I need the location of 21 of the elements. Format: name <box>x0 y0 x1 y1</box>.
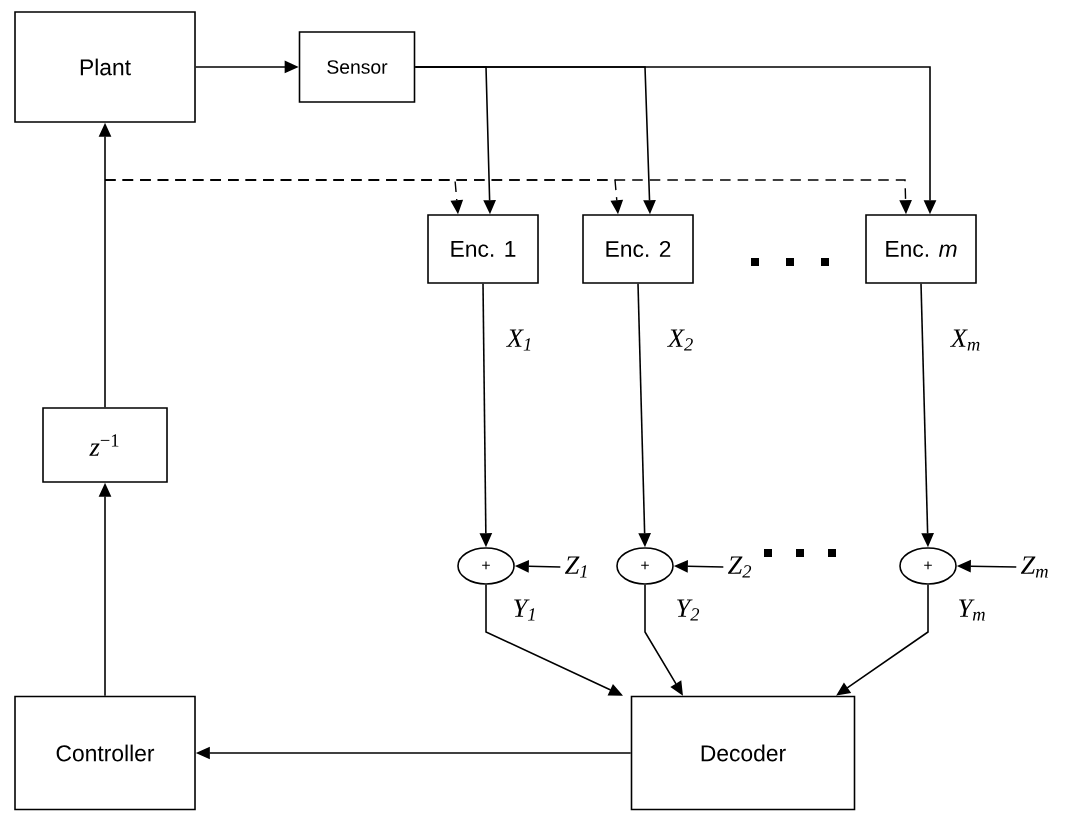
process-box: Enc. 1 <box>427 214 539 284</box>
process-box: Enc. 2 <box>582 214 694 284</box>
input-label: Z$_{1}$ <box>564 556 587 578</box>
summing-junction: + <box>616 547 674 585</box>
process-box: Controller <box>14 695 196 811</box>
process-box: z$^{−1}$ <box>42 407 168 483</box>
process-box: Enc. m <box>865 214 977 284</box>
summing-junction: + <box>899 547 957 585</box>
edge-label: Y$_{2}$ <box>673 597 703 623</box>
edge-label: Y$_{1}$ <box>510 597 540 623</box>
edge-label: Y$_{m}$ <box>955 597 989 623</box>
edge-label: X$_{1}$ <box>505 327 535 353</box>
input-label: Z$_{2}$ <box>727 556 752 578</box>
process-box: Sensor <box>298 31 416 103</box>
edge-label: X$_{2}$ <box>666 327 696 353</box>
arrow <box>836 584 929 696</box>
input-label: Z$_{m}$ <box>1020 556 1048 578</box>
edge-label: X$_{m}$ <box>949 327 983 353</box>
process-box: Decoder <box>630 695 856 811</box>
summing-junction: + <box>457 547 515 585</box>
process-box: Plant <box>14 11 196 123</box>
